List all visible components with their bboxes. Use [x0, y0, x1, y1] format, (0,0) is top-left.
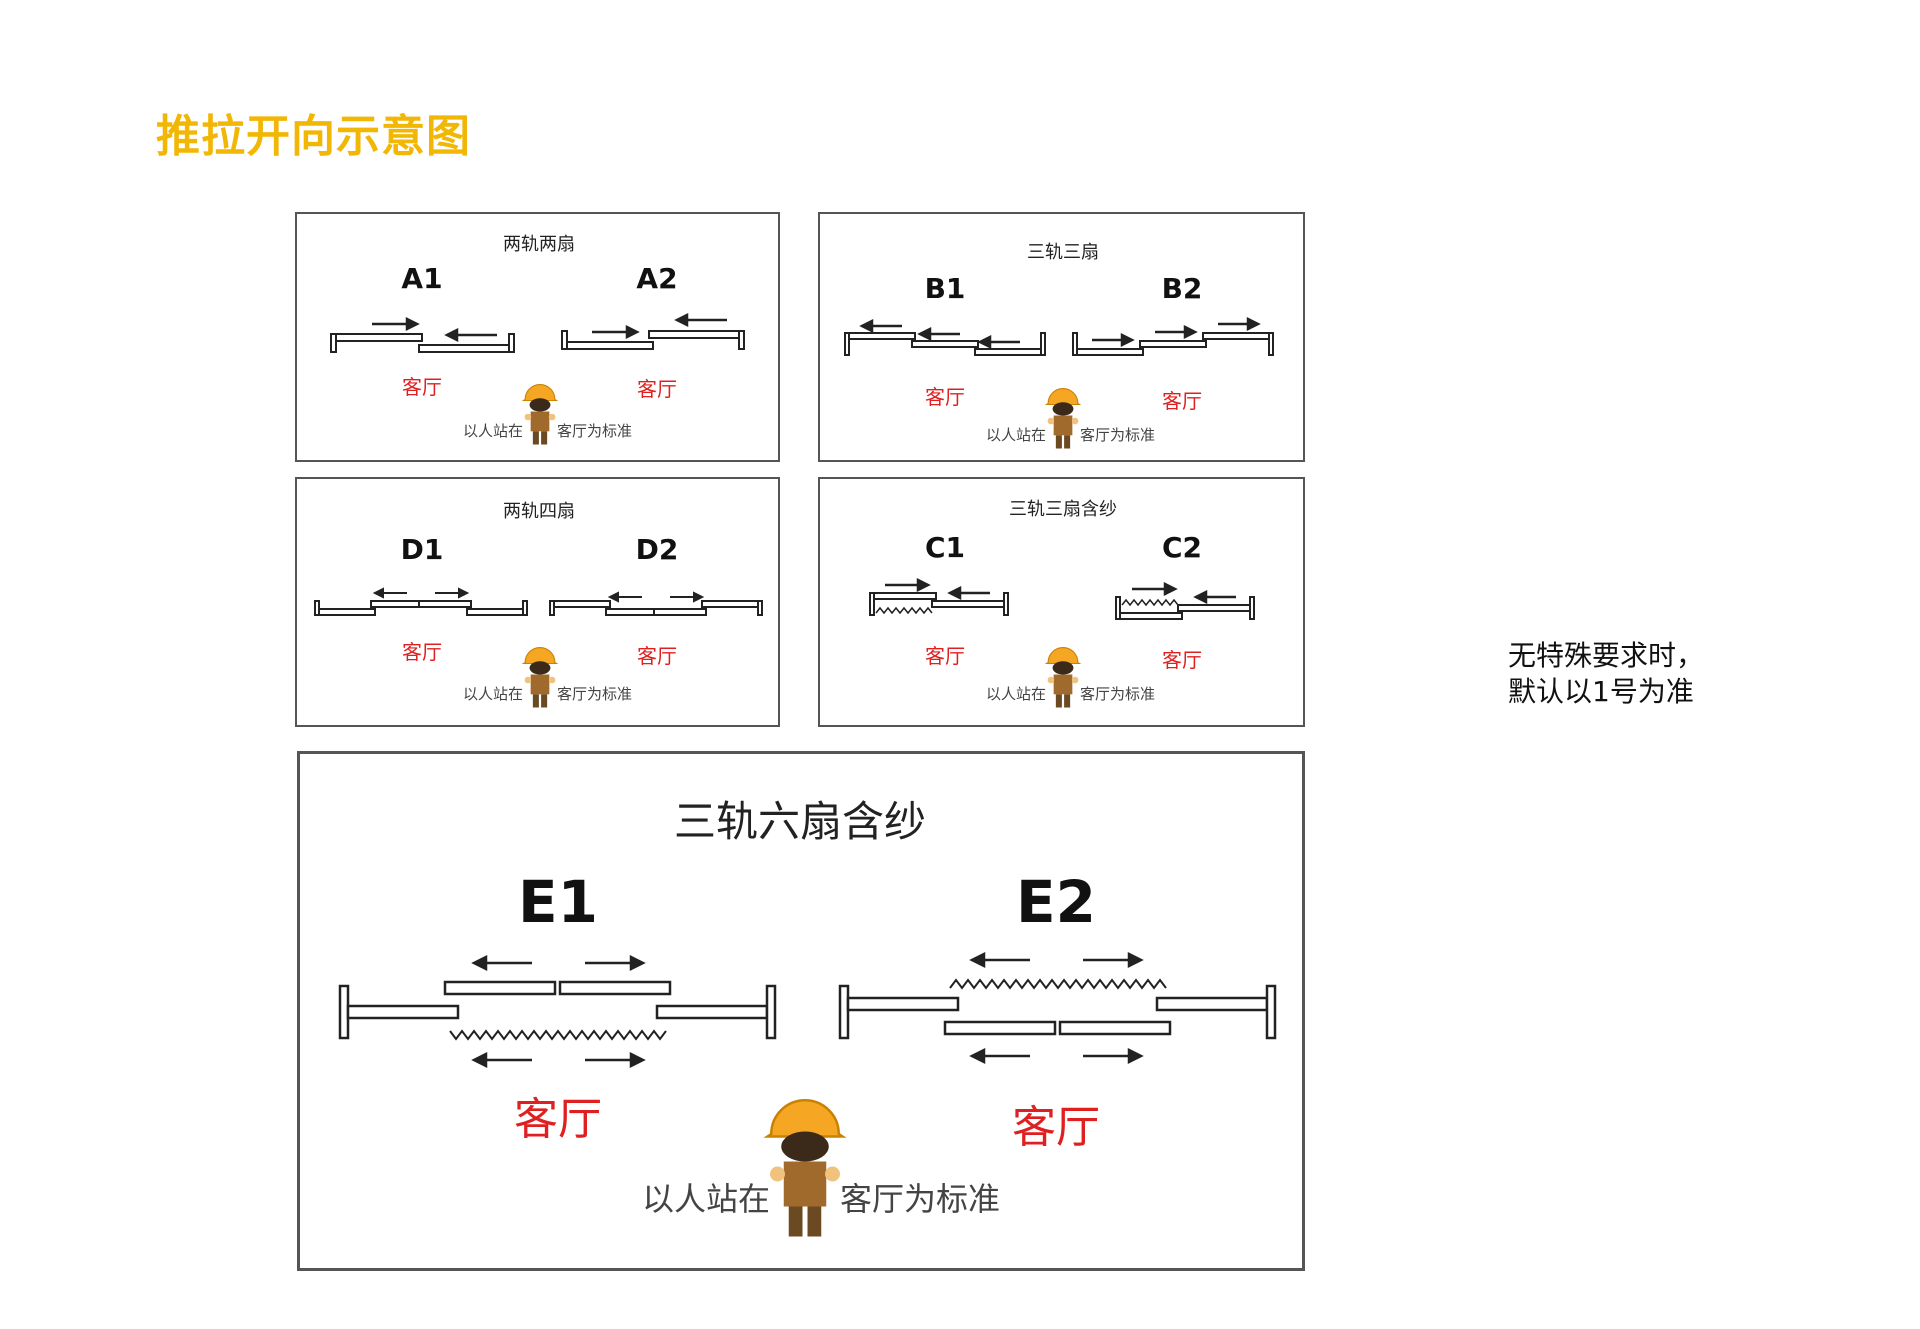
room-label-right: 客厅	[637, 644, 677, 668]
panel-title: 三轨六扇含纱	[674, 797, 926, 846]
caption-right: 客厅为标准	[1080, 426, 1155, 444]
panel-two-track-two-sash: 两轨两扇 A1 A2 客厅 客厅 以人站在 客厅为标准	[295, 212, 780, 462]
room-label-right: 客厅	[1012, 1102, 1100, 1153]
arrow-icon	[372, 587, 470, 599]
diagram-a: 两轨两扇 A1 A2 客厅 客厅 以人站在 客厅为标准	[330, 234, 745, 445]
variant-label-b2: B2	[1162, 272, 1203, 305]
sash-diagram-e2	[838, 984, 1277, 1040]
room-label-right: 客厅	[1162, 389, 1202, 413]
caption-left: 以人站在	[986, 685, 1046, 703]
variant-label-a2: A2	[636, 262, 677, 295]
arrow-icon	[471, 954, 646, 1069]
room-label-left: 客厅	[925, 644, 965, 668]
panel-title: 两轨两扇	[503, 234, 575, 255]
panel-two-track-four-sash: 两轨四扇 D1 D2 客厅 客厅 以人站在 客厅	[295, 477, 780, 727]
panel-title: 三轨三扇含纱	[1009, 499, 1117, 520]
arrow-icon	[1132, 581, 1236, 605]
page-title: 推拉开向示意图	[156, 111, 471, 162]
worker-icon	[1044, 647, 1082, 708]
arrow-icon	[885, 577, 990, 601]
caption-right: 客厅为标准	[840, 1180, 1000, 1218]
panel-three-track-three-sash-screen: 三轨三扇含纱 C1 C2 客厅 客厅 以人站在 客厅为标准	[818, 477, 1305, 727]
sash-diagram-d2	[549, 600, 763, 616]
worker-icon	[1044, 388, 1082, 449]
diagram-d: 两轨四扇 D1 D2 客厅 客厅 以人站在 客厅	[314, 501, 763, 708]
diagram-c: 三轨三扇含纱 C1 C2 客厅 客厅 以人站在 客厅为标准	[869, 499, 1255, 708]
arrow-icon	[969, 951, 1144, 1065]
room-label-left: 客厅	[402, 375, 442, 399]
sash-diagram-d1	[314, 600, 528, 616]
arrow-icon	[372, 316, 497, 343]
variant-label-e2: E2	[1016, 868, 1096, 936]
caption-right: 客厅为标准	[557, 422, 632, 440]
variant-label-d1: D1	[401, 533, 444, 566]
arrow-icon	[1092, 316, 1261, 348]
sash-diagram-b2	[1072, 332, 1274, 356]
screen-mesh-icon	[875, 606, 933, 615]
arrow-icon	[607, 591, 705, 603]
room-label-left: 客厅	[514, 1094, 602, 1145]
caption-left: 以人站在	[642, 1180, 770, 1218]
caption-left: 以人站在	[463, 685, 523, 703]
sash-diagram-a1	[330, 333, 515, 353]
caption-left: 以人站在	[463, 422, 523, 440]
caption-right: 客厅为标准	[1080, 685, 1155, 703]
sash-diagram-a2	[561, 330, 745, 350]
note-line-2: 默认以1号为准	[1508, 675, 1694, 708]
sash-diagram-c1	[869, 592, 1009, 616]
default-note: 无特殊要求时， 默认以1号为准	[1508, 638, 1704, 710]
room-label-left: 客厅	[402, 640, 442, 664]
diagram-e: 三轨六扇含纱 E1 E2	[338, 797, 1277, 1237]
diagram-b: 三轨三扇 B1 B2 客厅 客厅 以人站在 客厅	[844, 242, 1274, 449]
worker-icon	[763, 1099, 847, 1237]
sash-diagram-b1	[844, 332, 1046, 356]
panel-three-track-six-sash-screen: 三轨六扇含纱 E1 E2	[297, 751, 1305, 1271]
variant-label-c2: C2	[1162, 531, 1202, 564]
screen-mesh-icon	[449, 1029, 667, 1041]
room-label-right: 客厅	[637, 377, 677, 401]
variant-label-b1: B1	[925, 272, 966, 305]
arrow-icon	[592, 312, 727, 340]
room-label-right: 客厅	[1162, 648, 1202, 672]
worker-icon	[521, 384, 559, 445]
note-line-1: 无特殊要求时，	[1508, 639, 1705, 672]
room-label-left: 客厅	[925, 385, 965, 409]
panel-title: 两轨四扇	[503, 501, 575, 522]
screen-mesh-icon	[1121, 598, 1179, 607]
caption-left: 以人站在	[986, 426, 1046, 444]
sash-diagram-c2	[1115, 596, 1255, 620]
screen-mesh-icon	[949, 978, 1167, 990]
variant-label-a1: A1	[401, 262, 442, 295]
sash-diagram-e1	[338, 980, 777, 1040]
panel-title: 三轨三扇	[1027, 242, 1099, 263]
variant-label-e1: E1	[518, 868, 598, 936]
variant-label-d2: D2	[636, 533, 679, 566]
caption-right: 客厅为标准	[557, 685, 632, 703]
panel-three-track-three-sash: 三轨三扇 B1 B2 客厅 客厅 以人站在 客厅	[818, 212, 1305, 462]
variant-label-c1: C1	[925, 531, 965, 564]
arrow-icon	[859, 318, 1020, 350]
worker-icon	[521, 647, 559, 708]
